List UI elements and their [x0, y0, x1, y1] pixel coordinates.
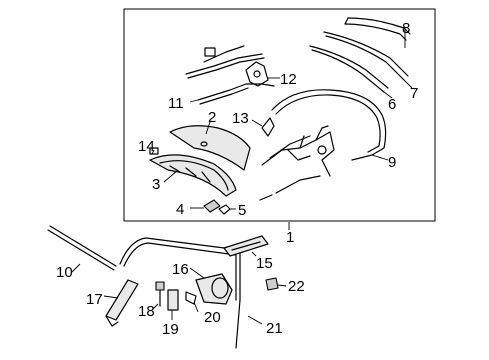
part-14-clip	[149, 147, 159, 155]
part-19-mount	[167, 289, 179, 311]
callout-labels: 8 7 6 9 12 11 13 2 14 3 4 5 1 10 15 16 1…	[56, 20, 418, 338]
part-20-fitting	[185, 291, 197, 305]
part-22-clip	[265, 277, 279, 291]
part-5-bushing	[218, 204, 231, 215]
callout-19: 19	[162, 321, 179, 338]
callout-2: 2	[208, 109, 216, 126]
callout-8: 8	[402, 20, 410, 37]
callout-22: 22	[288, 278, 305, 295]
callout-12: 12	[280, 71, 297, 88]
callout-20: 20	[204, 309, 221, 326]
part-10-seal-rod	[47, 225, 117, 271]
part-16-pump	[195, 273, 233, 305]
callout-17: 17	[86, 291, 103, 308]
callout-15: 15	[256, 255, 273, 272]
callout-13: 13	[232, 110, 249, 127]
callout-6: 6	[388, 96, 396, 113]
part-8-weatherstrip	[344, 17, 411, 41]
part-6-side-rail	[309, 45, 389, 93]
part-4-grommet	[203, 199, 221, 213]
part-7-side-rail	[323, 31, 409, 81]
callout-7: 7	[410, 85, 418, 102]
part-13-bracket	[261, 117, 275, 137]
part-12-hinge	[245, 61, 269, 87]
assembly-frame	[123, 8, 436, 222]
part-9-frame-bow	[271, 89, 387, 161]
part-15-trim-strip	[223, 235, 269, 257]
part-18-bolt	[155, 281, 165, 307]
callout-21: 21	[266, 320, 283, 337]
part-2-cover	[169, 125, 251, 171]
leader-lines	[71, 28, 413, 325]
part-17-strut	[105, 279, 139, 327]
callout-16: 16	[172, 261, 189, 278]
callout-11: 11	[168, 95, 184, 112]
callout-1: 1	[286, 229, 294, 246]
callout-9: 9	[388, 154, 396, 171]
linkage-assembly	[259, 125, 335, 201]
part-3-storage-frame	[149, 154, 237, 197]
callout-5: 5	[238, 202, 246, 219]
callout-18: 18	[138, 303, 155, 320]
callout-14: 14	[138, 138, 155, 155]
callout-3: 3	[152, 176, 160, 193]
part-11-hydraulic-line	[185, 45, 275, 105]
callout-10: 10	[56, 264, 73, 281]
callout-4: 4	[176, 201, 184, 218]
